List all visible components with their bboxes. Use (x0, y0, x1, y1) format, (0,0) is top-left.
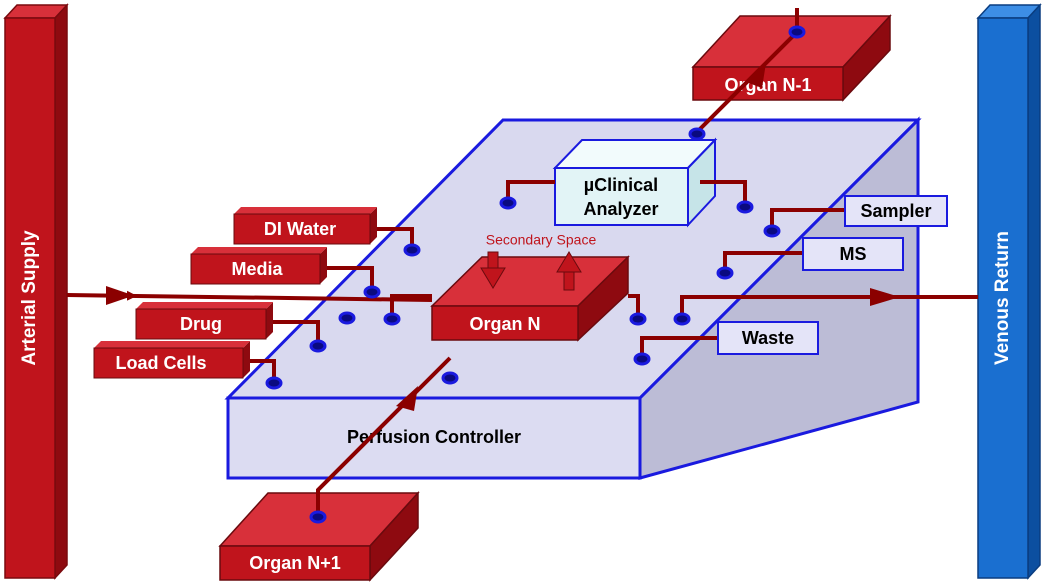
load-cells-label: Load Cells (115, 353, 206, 373)
port-drug (309, 339, 327, 353)
arterial-supply-column: Arterial Supply (3, 3, 69, 580)
port-media (363, 285, 381, 299)
ms-box: MS (802, 237, 904, 271)
organ-n-left-link (390, 294, 432, 318)
venous-return-label: Venous Return (992, 231, 1013, 365)
port-arterial (338, 311, 356, 325)
media-label: Media (231, 259, 283, 279)
load-cells-box: Load Cells (93, 341, 250, 379)
down-arrow-icon (480, 251, 506, 289)
sampler-box: Sampler (844, 195, 948, 227)
clinical-analyzer-block: µClinical Analyzer (552, 137, 718, 228)
port-organ-n-minus-1-top (788, 25, 806, 39)
media-link (320, 266, 374, 291)
clinical-analyzer-label-2: Analyzer (583, 199, 658, 219)
organ-n-label: Organ N (469, 314, 540, 334)
port-platform-top (688, 127, 706, 141)
drug-box: Drug (135, 302, 273, 340)
sampler-label: Sampler (860, 201, 931, 221)
port-sampler (763, 224, 781, 238)
di-water-link (370, 227, 414, 249)
analyzer-left-link (506, 180, 555, 202)
ports (265, 25, 806, 524)
port-waste (633, 352, 651, 366)
port-di-water (403, 243, 421, 257)
perfusion-controller-label: Perfusion Controller (347, 427, 521, 447)
arterial-arrow-icon (106, 286, 134, 305)
load-cells-link (243, 359, 276, 382)
waste-link (640, 336, 718, 358)
organ-n-plus-1-label: Organ N+1 (249, 553, 341, 573)
port-organ-n-left (383, 312, 401, 326)
arterial-supply-label: Arterial Supply (19, 230, 40, 366)
organ-n-right-port-link (628, 294, 640, 318)
secondary-space-arrows: Secondary Space (480, 232, 597, 291)
sampler-link (770, 208, 845, 230)
organ-n-plus-1-arrow-icon (396, 386, 418, 411)
up-arrow-icon (556, 251, 582, 291)
drug-label: Drug (180, 314, 222, 334)
port-venous (673, 312, 691, 326)
venous-return-column: Venous Return (976, 3, 1042, 580)
port-organ-n-right (629, 312, 647, 326)
organ-n-minus-1-label: Organ N-1 (724, 75, 811, 95)
waste-label: Waste (742, 328, 794, 348)
port-analyzer-left (499, 196, 517, 210)
organ-n-plus-1-block: Organ N+1 (218, 491, 420, 582)
di-water-box: DI Water (233, 207, 377, 245)
waste-box: Waste (717, 321, 819, 355)
drug-link (266, 320, 320, 345)
ms-label: MS (840, 244, 867, 264)
clinical-analyzer-label-1: µClinical (584, 175, 658, 195)
port-load-cells (265, 376, 283, 390)
flow-arrows (106, 63, 900, 411)
di-water-label: DI Water (264, 219, 336, 239)
organ-n-minus-1-block: Organ N-1 (691, 14, 892, 102)
port-organ-n-plus-1-out (441, 371, 459, 385)
ms-link (723, 251, 803, 272)
port-analyzer-right (736, 200, 754, 214)
port-ms (716, 266, 734, 280)
port-organ-n-plus-1-top (309, 510, 327, 524)
media-box: Media (190, 247, 327, 285)
venous-arrow-icon (870, 288, 900, 306)
organ-n-minus-1-arrow-icon (746, 63, 766, 88)
secondary-space-label: Secondary Space (486, 232, 597, 248)
analyzer-right-link (700, 180, 747, 206)
